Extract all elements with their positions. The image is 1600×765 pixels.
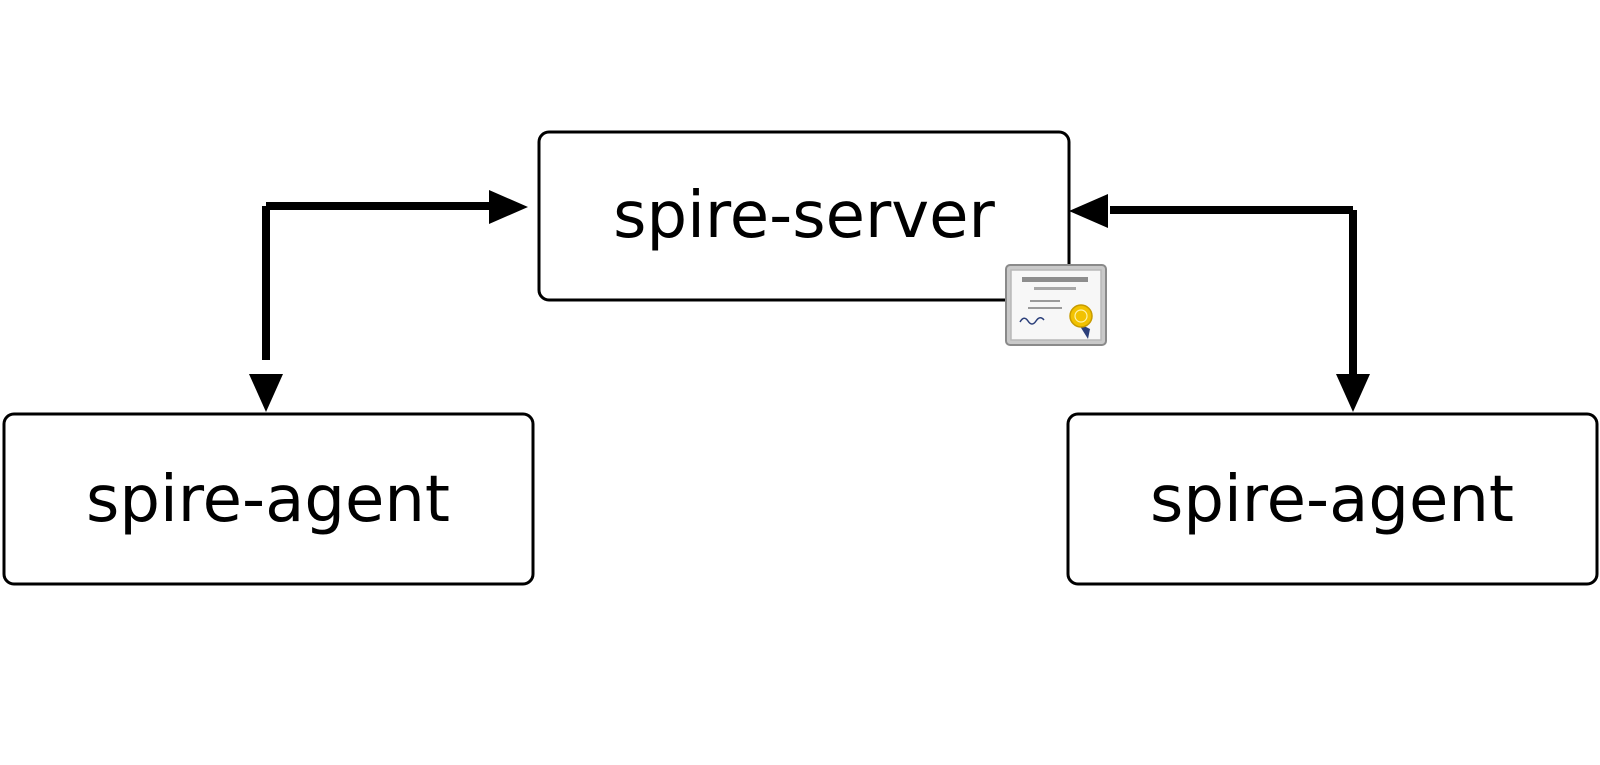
arrowhead-to-right-agent — [1336, 374, 1370, 412]
node-spire-agent-right: spire-agent — [1066, 412, 1599, 586]
edge-right-agent-server — [1110, 206, 1357, 375]
node-label-agent-right: spire-agent — [1150, 463, 1514, 537]
edge-left-agent-server — [262, 202, 490, 360]
arrowhead-to-server-left — [489, 190, 528, 224]
node-label-server: spire-server — [613, 179, 995, 253]
node-spire-agent-left: spire-agent — [2, 412, 535, 586]
node-spire-server: spire-server — [537, 130, 1071, 302]
arrowhead-to-server-right — [1069, 194, 1108, 228]
certificate-icon — [1005, 264, 1107, 346]
arrowhead-to-left-agent — [249, 374, 283, 412]
node-label-agent-left: spire-agent — [86, 463, 450, 537]
